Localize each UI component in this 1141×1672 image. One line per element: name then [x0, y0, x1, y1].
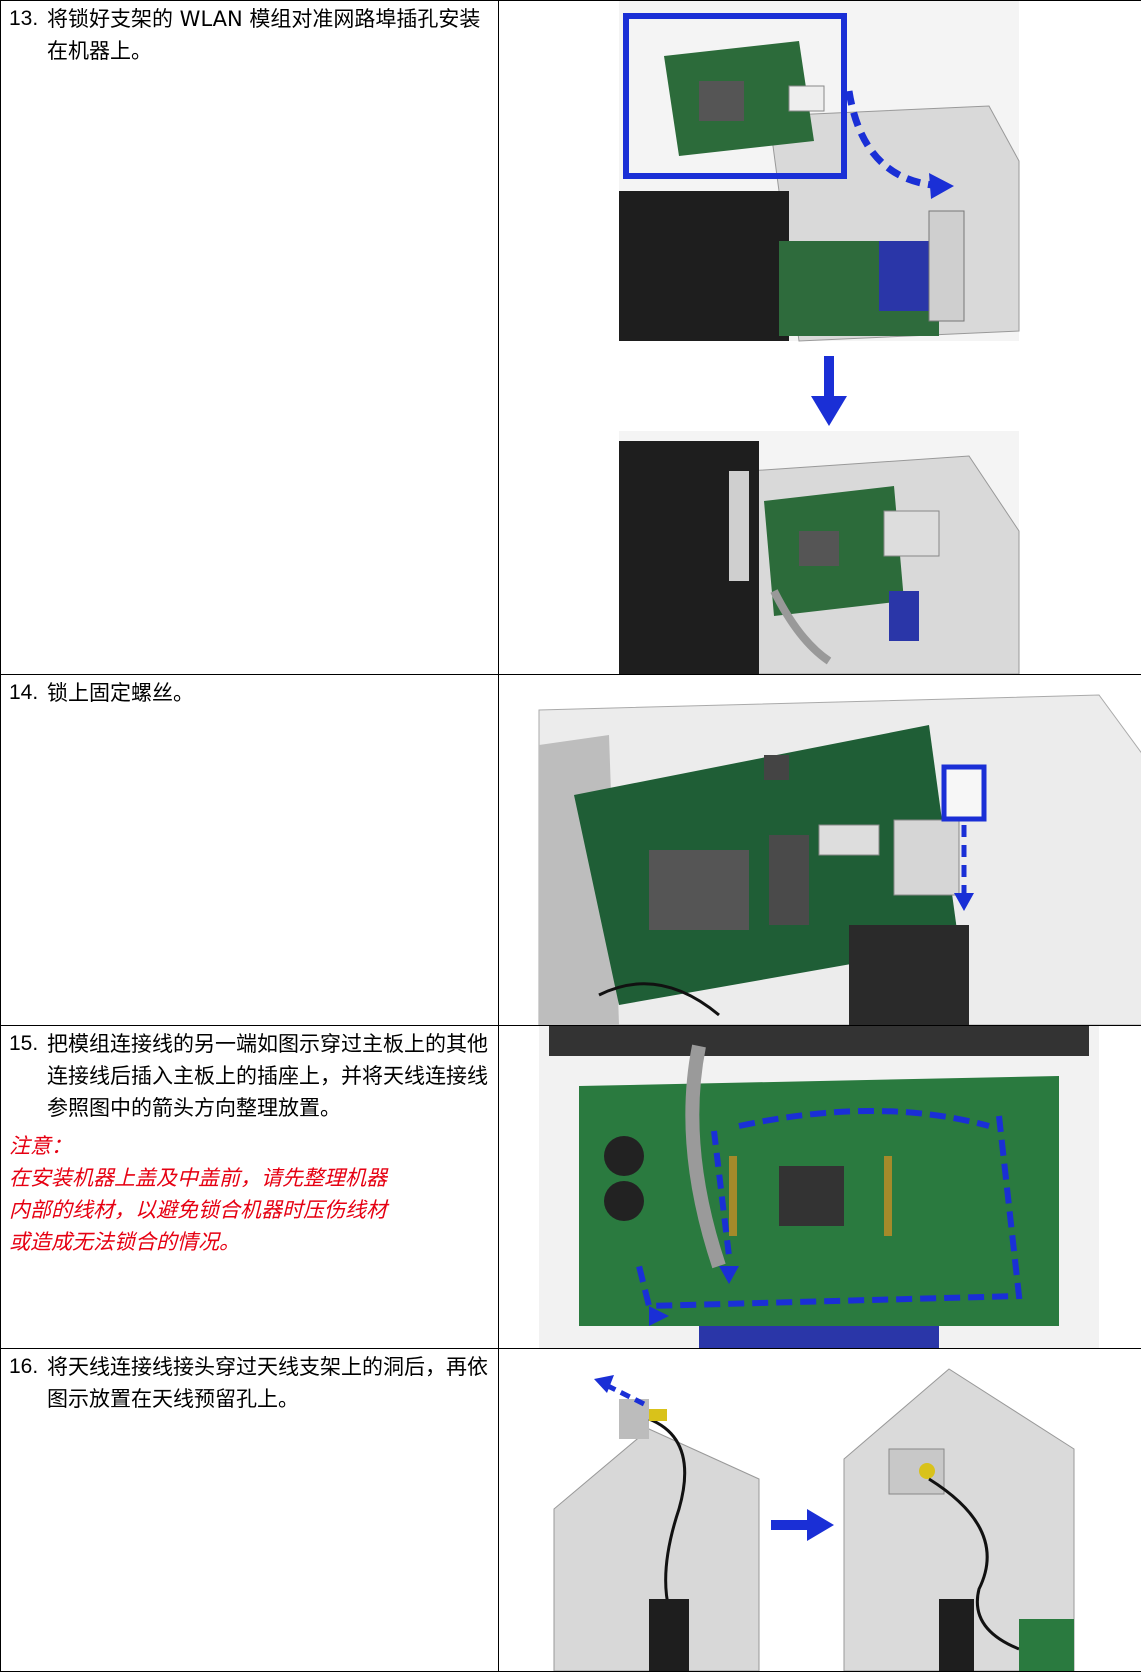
step-13-illustration	[499, 1, 1141, 674]
cable-routing-image	[539, 1026, 1099, 1348]
caution-line-1: 在安装机器上盖及中盖前，请先整理机器	[9, 1162, 490, 1194]
step-16-figure	[499, 1349, 1141, 1672]
step-14-description: 锁上固定螺丝。	[47, 677, 490, 709]
step-14-text-cell: 14. 锁上固定螺丝。	[1, 675, 499, 1026]
step-row-16: 16. 将天线连接线接头穿过天线支架上的洞后，再依图示放置在天线预留孔上。	[1, 1349, 1141, 1672]
caution-note: 注意： 在安装机器上盖及中盖前，请先整理机器 内部的线材，以避免锁合机器时压伤线…	[1, 1124, 498, 1258]
step-13-text-cell: 13. 将锁好支架的 WLAN 模组对准网路埠插孔安装在机器上。	[1, 1, 499, 675]
step-13-description: 将锁好支架的 WLAN 模组对准网路埠插孔安装在机器上。	[47, 3, 490, 67]
step-15-description: 把模组连接线的另一端如图示穿过主板上的其他连接线后插入主板上的插座上，并将天线连…	[47, 1028, 490, 1124]
antenna-before-image	[554, 1375, 759, 1671]
antenna-after-image	[844, 1369, 1074, 1671]
step-14-number: 14.	[9, 677, 47, 709]
wlan-module-installed-image	[619, 431, 1019, 674]
screw-install-image	[539, 695, 1141, 1025]
down-arrow-icon	[811, 356, 847, 426]
step-row-14: 14. 锁上固定螺丝。	[1, 675, 1141, 1026]
step-13-figure	[499, 1, 1141, 675]
step-16-description: 将天线连接线接头穿过天线支架上的洞后，再依图示放置在天线预留孔上。	[47, 1351, 490, 1415]
caution-line-2: 内部的线材，以避免锁合机器时压伤线材	[9, 1194, 490, 1226]
caution-line-3: 或造成无法锁合的情况。	[9, 1226, 490, 1258]
caution-title: 注意：	[9, 1130, 490, 1162]
step-row-15: 15. 把模组连接线的另一端如图示穿过主板上的其他连接线后插入主板上的插座上，并…	[1, 1026, 1141, 1349]
step-16-text-cell: 16. 将天线连接线接头穿过天线支架上的洞后，再依图示放置在天线预留孔上。	[1, 1349, 499, 1672]
step-16-number: 16.	[9, 1351, 47, 1415]
step-15-illustration	[499, 1026, 1141, 1348]
step-14-illustration	[499, 675, 1141, 1025]
step-14-figure	[499, 675, 1141, 1026]
step-15-number: 15.	[9, 1028, 47, 1124]
step-13-number: 13.	[9, 3, 47, 67]
step-15-figure	[499, 1026, 1141, 1349]
step-15-text-cell: 15. 把模组连接线的另一端如图示穿过主板上的其他连接线后插入主板上的插座上，并…	[1, 1026, 499, 1349]
wlan-module-install-image	[619, 1, 1019, 341]
right-arrow-icon	[771, 1509, 834, 1541]
step-row-13: 13. 将锁好支架的 WLAN 模组对准网路埠插孔安装在机器上。	[1, 1, 1141, 675]
step-16-illustration	[499, 1349, 1141, 1671]
